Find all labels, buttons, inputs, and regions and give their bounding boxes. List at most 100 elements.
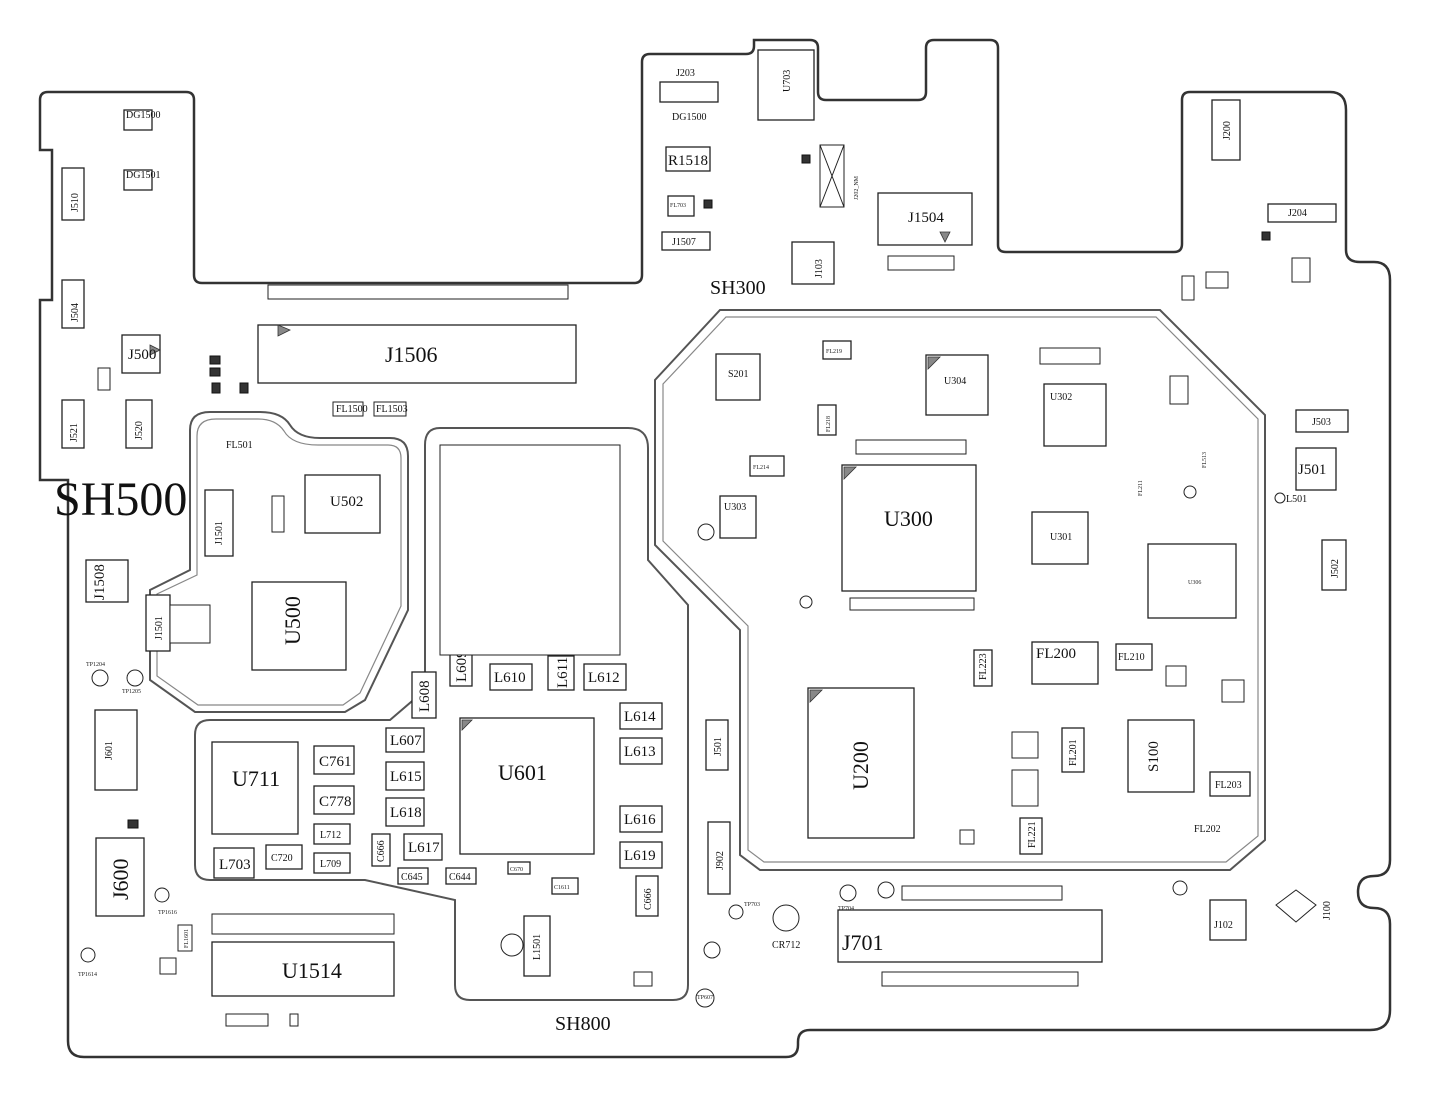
- tp703-label: TP703: [744, 902, 760, 908]
- c1611-pad: [551, 877, 579, 895]
- j102-label: J102: [1214, 920, 1233, 931]
- j520-label: J520: [134, 421, 145, 440]
- j504-label: J504: [70, 303, 81, 322]
- l709-pad: [313, 852, 351, 874]
- u300-top-pad-row: [855, 439, 967, 455]
- fl223-label: FL223: [978, 653, 989, 680]
- c761-pad: [313, 745, 355, 775]
- u301-chip: [1031, 511, 1089, 565]
- l1501-pad: [523, 915, 551, 977]
- l618-label: L618: [390, 805, 422, 821]
- j1507-label: J1507: [672, 237, 696, 248]
- c670-pad: [507, 861, 531, 875]
- j510-connector: [61, 167, 85, 221]
- u601-chip: [459, 717, 595, 855]
- u304-label: U304: [944, 376, 966, 387]
- fl223-pad: [973, 649, 993, 687]
- j1504-marker: [939, 231, 951, 243]
- c644-pad: [445, 867, 477, 885]
- j204-label: J204: [1288, 208, 1307, 219]
- l703-label: L703: [219, 857, 251, 873]
- l616-label: L616: [624, 812, 656, 828]
- j1501b-connector: [145, 594, 171, 652]
- l614-pad: [619, 702, 663, 730]
- r1518-pad: [665, 146, 711, 172]
- l608-pad: [411, 671, 437, 719]
- u200-label: U200: [848, 741, 873, 790]
- fl203-label: FL203: [1215, 780, 1242, 791]
- c666-right-label: C666: [643, 888, 654, 910]
- u304-chip: [925, 354, 989, 416]
- sh300-label: SH300: [710, 277, 766, 299]
- tp704-pad: [839, 884, 857, 902]
- u301-label: U301: [1050, 532, 1072, 543]
- fl219-pad: [822, 340, 852, 360]
- u304-marker: [927, 356, 941, 370]
- j501b-connector: [705, 719, 729, 771]
- j103-label: J103: [814, 259, 825, 278]
- l619-pad: [619, 841, 663, 869]
- u502-label: U502: [330, 494, 363, 510]
- fl201-label: FL201: [1068, 739, 1079, 766]
- c720-label: C720: [271, 853, 293, 864]
- u1514-label: U1514: [282, 958, 342, 983]
- l608-label: L608: [417, 680, 433, 712]
- c670-label: C670: [510, 867, 523, 873]
- c645-pad: [397, 867, 429, 885]
- u500-chip: [251, 581, 347, 671]
- fl1503-pad: [373, 401, 407, 417]
- tp1614-pad: [80, 947, 96, 963]
- u711-chip: [211, 741, 299, 835]
- fl214-label: FL214: [753, 465, 769, 471]
- fl1500-pad: [332, 401, 364, 417]
- j1501b-label: J1501: [154, 616, 165, 640]
- j103-connector: [791, 241, 835, 285]
- l1501-coil: [500, 933, 524, 957]
- fl1601-pad: [177, 924, 193, 952]
- j701-label: J701: [842, 930, 884, 955]
- l607-pad: [385, 727, 425, 753]
- small-components: [127, 154, 1311, 1027]
- l616-pad: [619, 805, 663, 833]
- fl210-pad: [1115, 643, 1153, 671]
- l613-label: L613: [624, 744, 656, 760]
- j1506-connector: [257, 324, 577, 384]
- l612-label: L612: [588, 670, 620, 686]
- j100-label: J100: [1322, 901, 1333, 920]
- u703-chip: [757, 49, 815, 121]
- j200-label: J200: [1222, 121, 1233, 140]
- l612-pad: [583, 663, 627, 691]
- j1501-connector: [204, 489, 234, 557]
- tp1205-pad: [126, 669, 144, 687]
- s201-pad: [715, 353, 761, 401]
- fl200-pad: [1031, 641, 1099, 685]
- c666-right-pad: [635, 875, 659, 917]
- sh300-shield-inner: [662, 316, 1259, 863]
- j510-label: J510: [70, 193, 81, 212]
- c644-label: C644: [449, 872, 471, 883]
- dg1500-pad: [123, 109, 153, 131]
- fl218-pad: [817, 404, 837, 436]
- dg1501-label: DG1501: [126, 170, 160, 181]
- u500-label: U500: [280, 596, 305, 645]
- j504-connector: [61, 279, 85, 329]
- j601-label: J601: [104, 741, 115, 760]
- sh800-label: SH800: [555, 1013, 611, 1035]
- tp1616-label: TP1616: [158, 910, 177, 916]
- fl221-pad: [1019, 817, 1043, 855]
- fl513-label: FL513: [1202, 452, 1208, 468]
- l712-label: L712: [320, 830, 341, 841]
- j1504-pad-row: [887, 255, 955, 271]
- c666-left-label: C666: [376, 840, 387, 862]
- fl221-label: FL221: [1027, 821, 1038, 848]
- j600-label: J600: [108, 858, 133, 900]
- c666-left-pad: [371, 833, 391, 867]
- j202-nm-label: J202_NM: [854, 175, 860, 200]
- j1501-label: J1501: [214, 521, 225, 545]
- l703-pad: [213, 847, 255, 879]
- c778-label: C778: [319, 794, 352, 810]
- j1504-connector: [877, 192, 973, 246]
- l1501-label: L1501: [532, 934, 543, 960]
- tp1616-pad: [154, 887, 170, 903]
- j1506-label: J1506: [385, 342, 438, 367]
